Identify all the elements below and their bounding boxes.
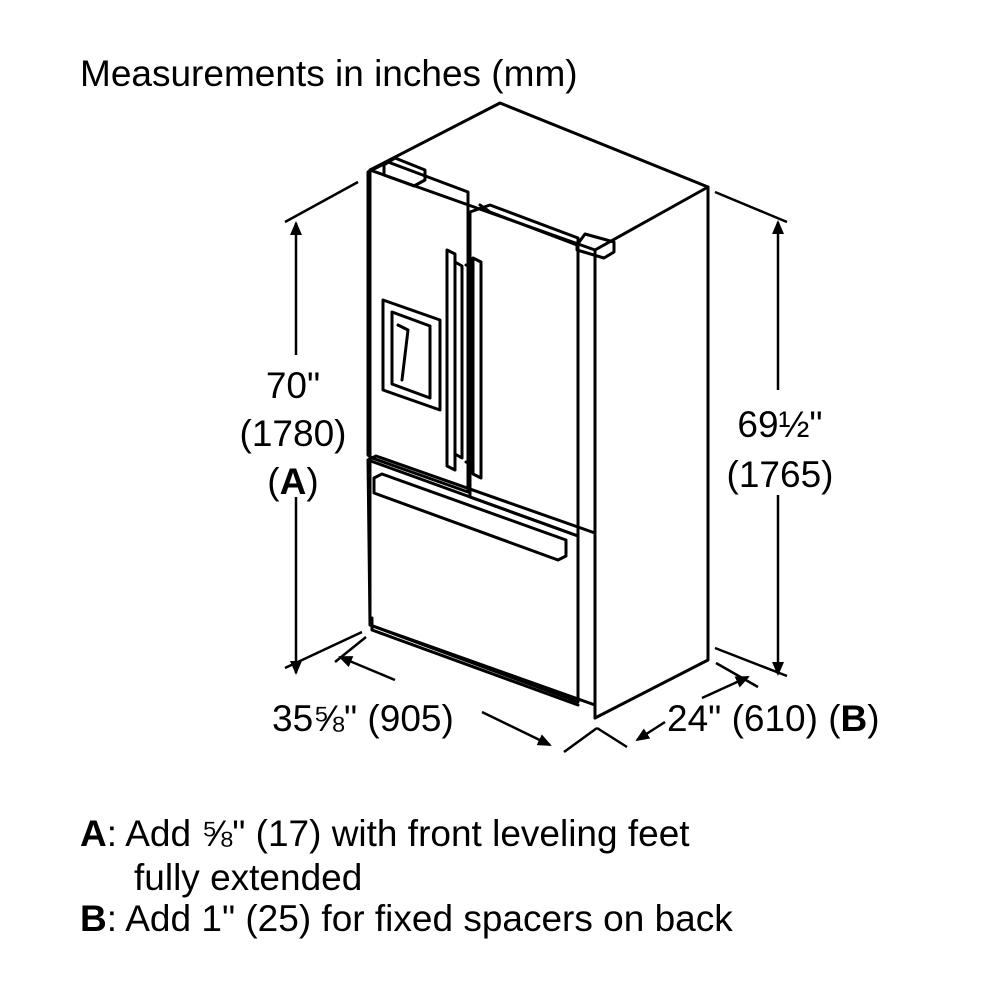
width-arrow-right [481,710,552,747]
freezer-drawer-top [366,454,597,535]
height-a-mm: (1780) [239,413,347,454]
left-door-handle-mount [453,260,464,460]
height-right-inches: 69½" [737,404,823,445]
height-a-inches: 70" [265,365,321,406]
dimension-lines [284,180,788,754]
left-door-handle [445,248,457,472]
depth-ext-left [596,726,628,749]
freezer-handle [372,472,568,562]
note-b-text: : Add 1" (25) for fixed spacers on back [106,898,733,939]
width-arrow-left [338,655,396,682]
dispenser-recess [390,310,432,400]
note-a: A: Add ⅝" (17) with front leveling feet … [80,812,690,900]
width-label: 35⅝" (905) [272,698,454,739]
right-door [468,203,580,538]
height-a-key: (A) [240,458,347,506]
diagram-title: Measurements in inches (mm) [80,53,578,94]
dispenser-panel [381,298,442,412]
height-right-mm: (1765) [726,454,834,495]
depth-arrow-left [635,720,666,742]
height-a-key-open: ( [267,461,280,502]
note-b-key: B [80,898,107,939]
depth-key-close: ) [867,698,880,739]
height-right-ext-top [714,190,788,224]
right-door-handle [471,256,483,480]
cabinet-outline [368,101,710,720]
dispenser-lever [396,323,410,382]
note-a-text: : Add ⅝" (17) with front leveling feet [106,813,690,854]
note-a-text-continued: fully extended [134,857,363,898]
height-a-key-letter: A [279,461,307,502]
left-hinge-cap [382,156,427,188]
height-label-a: 70" (1780) (A) [240,362,347,506]
drawer-bottom-trim [370,616,580,707]
refrigerator-illustration [366,101,710,720]
note-a-key: A [80,813,107,854]
note-b: B: Add 1" (25) for fixed spacers on back [80,900,733,937]
depth-key-letter: B [840,698,868,739]
right-door-handle-mount [464,263,475,467]
depth-text: 24" (610) ( [667,698,841,739]
depth-ext-right [715,661,759,689]
height-right-ext-bottom [714,646,788,678]
height-label-right: 69½" (1765) [727,400,834,500]
height-left-ext-top [284,180,359,224]
width-ext-right [563,726,598,754]
width-ext-left [334,636,367,663]
freezer-drawer [366,458,580,704]
height-a-key-close: ) [306,461,319,502]
depth-arrow-right [701,675,750,700]
depth-label-b: 24" (610) (B) [667,700,880,737]
right-door-top-bevel [478,203,579,247]
